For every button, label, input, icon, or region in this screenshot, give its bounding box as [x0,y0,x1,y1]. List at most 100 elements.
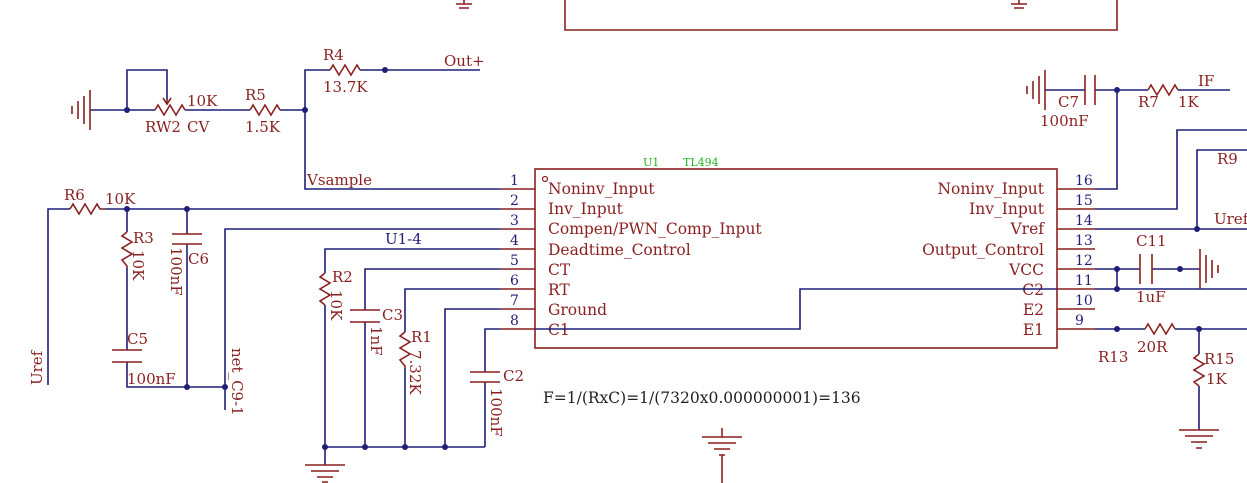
capacitor-c7[interactable]: C7 100nF [1040,75,1096,130]
junctions [124,67,1202,450]
capacitor-c5[interactable]: C5 100nF [112,330,176,388]
rw2-value: 10K [187,92,218,110]
pin-num: 10 [1075,293,1093,309]
resistor-r5[interactable]: R5 1.5K [245,86,281,136]
rw2-extra: CV [187,118,210,136]
resistor-r6[interactable]: R6 10K [64,186,136,216]
pin-num: 2 [510,193,519,209]
c3-value: 1nF [367,326,385,356]
capacitor-c2[interactable]: C2 100nF [470,367,524,437]
rw2-ref: RW2 [145,118,181,136]
tl494-chip[interactable]: U1 TL494 [534,156,1058,349]
pin-num: 11 [1075,273,1093,289]
pin-name: Vref [1009,220,1045,238]
ground-symbol [305,464,345,483]
pin-num: 3 [510,213,519,229]
r5-value: 1.5K [245,118,281,136]
c6-value: 100nF [167,247,185,296]
top-block [456,0,1118,31]
pin-num: 16 [1075,173,1093,189]
net-label-uref-right: Uref [1214,210,1247,228]
r3-ref: R3 [133,229,154,247]
pin-name: Inv_Input [969,200,1045,218]
pin-num: 8 [510,313,519,329]
c11-ref: C11 [1136,232,1167,250]
r4-value: 13.7K [323,78,368,96]
pin-num: 15 [1075,193,1093,209]
pin-name: Inv_Input [548,200,624,218]
resistor-r7[interactable]: R7 1K [1138,83,1200,111]
pin-name: CT [548,261,571,279]
pin-name: Deadtime_Control [548,241,691,259]
r15-ref: R15 [1204,350,1234,368]
r3-value: 10K [129,250,147,281]
net-label-out-plus: Out+ [444,52,485,70]
potentiometer-rw2[interactable]: 10K RW2 CV [145,92,218,136]
ground-symbol [1179,429,1219,449]
r15-value: 1K [1206,370,1228,388]
left-pin-stubs [500,188,535,330]
pin-num: 5 [510,253,519,269]
ground-symbol [1199,249,1219,289]
net-label-uref-left: Uref [28,349,46,385]
net-label-c9: net_C9-1 [228,348,246,416]
pin-name: Ground [548,301,607,319]
c5-ref: C5 [127,330,148,348]
r2-value: 10K [327,290,345,321]
capacitor-c3[interactable]: C3 1nF [350,306,403,356]
resistor-r3[interactable]: R3 10K [120,229,154,281]
right-pin-stubs [1057,188,1095,330]
pin-num: 1 [510,173,519,189]
resistor-r4[interactable]: R4 13.7K [323,46,368,96]
r2-ref: R2 [332,268,353,286]
net-label-u1-4: U1-4 [385,230,422,248]
r1-value: 7.32K [406,350,424,395]
r1-ref: R1 [411,328,432,346]
pin-name: RT [548,281,570,299]
r13-ref: R13 [1098,348,1128,366]
left-wires [47,69,1057,465]
ground-symbol [1026,70,1046,110]
pin-name: C1 [548,321,570,339]
capacitor-c6[interactable]: C6 100nF [167,233,209,296]
pin-name: Output_Control [922,241,1044,259]
chip-part-number: TL494 [683,156,719,169]
pin-num: 14 [1075,213,1093,229]
frequency-formula: F=1/(RxC)=1/(7320x0.000000001)=136 [543,389,861,407]
resistor-r2[interactable]: R2 10K [318,268,353,321]
pin-name: Noninv_Input [937,180,1044,198]
chip-designator: U1 [643,156,659,169]
c2-ref: C2 [503,367,524,385]
pin-name: E1 [1023,321,1044,339]
r13-value: 20R [1137,338,1168,356]
pin-name: Noninv_Input [548,180,655,198]
r5-ref: R5 [245,86,266,104]
r4-ref: R4 [323,46,344,64]
r7-ref: R7 [1138,93,1159,111]
resistor-r1[interactable]: R1 7.32K [398,328,432,395]
r7-value: 1K [1178,93,1200,111]
net-label-vsample: Vsample [306,171,372,189]
capacitor-c11[interactable]: C11 1uF [1136,232,1167,306]
r9-ref: R9 [1217,150,1238,168]
resistor-r13[interactable]: R13 20R [1098,322,1176,366]
right-wires [1045,89,1247,430]
pin-num: 13 [1075,233,1093,249]
resistor-r15[interactable]: R15 1K [1192,350,1234,388]
pin-name: VCC [1008,261,1044,279]
r6-ref: R6 [64,186,85,204]
ground-symbol [71,90,91,130]
pin-num: 12 [1075,253,1093,269]
pin-name: E2 [1023,301,1044,319]
c11-value: 1uF [1136,288,1166,306]
pin-name: C2 [1022,281,1044,299]
pin-num: 4 [510,233,519,249]
pin-num: 6 [510,273,519,289]
c5-value: 100nF [127,370,176,388]
pin-name: Compen/PWN_Comp_Input [548,220,762,238]
c7-ref: C7 [1058,93,1079,111]
pin-num: 7 [510,293,519,309]
c3-ref: C3 [382,306,403,324]
c2-value: 100nF [487,388,505,437]
